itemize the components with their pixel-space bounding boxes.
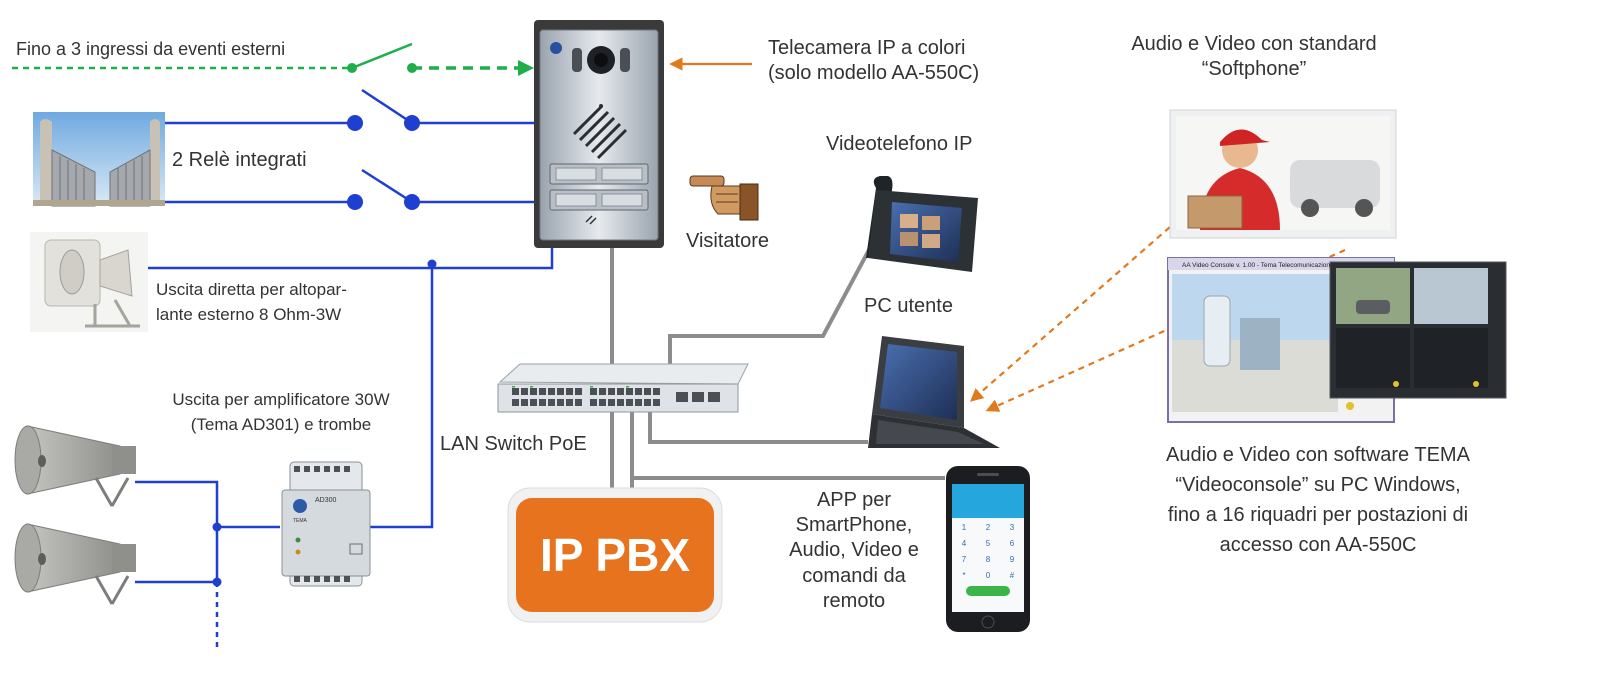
label-speaker-output-line1: Uscita diretta per altopar- xyxy=(156,280,347,299)
relay1-dot-left xyxy=(347,115,363,131)
svg-text:1: 1 xyxy=(962,523,967,532)
videoconsole-screens: AA Video Console v. 1.00 - Tema Telecomu… xyxy=(1167,257,1507,423)
label-videoconsole-line1: Audio e Video con software TEMA xyxy=(1166,444,1470,466)
label-app-line5: remoto xyxy=(822,589,886,612)
label-camera-line1: Telecamera IP a colori xyxy=(768,37,966,59)
svg-text:3: 3 xyxy=(1010,523,1015,532)
speaker-wire xyxy=(145,248,554,270)
label-videoconsole-line4: accesso con AA-550C xyxy=(1219,534,1417,556)
wire-junctions xyxy=(212,115,437,587)
relay2-contact xyxy=(361,168,413,204)
svg-text:5: 5 xyxy=(986,539,991,548)
svg-text:7: 7 xyxy=(962,555,967,564)
label-relays: 2 Relè integrati xyxy=(172,149,307,171)
amplifier-brand-text: TEMA xyxy=(293,518,308,524)
gate-image xyxy=(33,112,165,207)
ip-pbx-label: IP PBX xyxy=(540,529,690,581)
label-app-line4: comandi da xyxy=(802,564,906,587)
label-amplifier-output: Uscita per amplificatore 30W (Tema AD301… xyxy=(118,388,444,437)
videoconsole-title-text: AA Video Console v. 1.00 - Tema Telecomu… xyxy=(1182,262,1331,269)
blue-wiring xyxy=(100,88,554,650)
svg-text:0: 0 xyxy=(986,571,991,580)
svg-text:9: 9 xyxy=(1010,555,1015,564)
lan-link-switch-smartphone xyxy=(630,410,945,480)
relay2-dot-right xyxy=(404,194,420,210)
speaker-grille-icon xyxy=(572,104,628,160)
orange-arrows xyxy=(669,57,1346,412)
label-speaker-output-line2: lante esterno 8 Ohm-3W xyxy=(156,304,342,324)
lan-link-switch-pc xyxy=(648,410,868,444)
svg-text:2: 2 xyxy=(986,523,991,532)
softphone-arrow xyxy=(970,219,1179,402)
smartphone: 1 2 3 4 5 6 7 8 9 * 0 # xyxy=(946,466,1030,632)
amplifier-image: AD300 TEMA xyxy=(281,461,371,587)
softphone-photo xyxy=(1169,109,1397,239)
amplifier-wire xyxy=(368,264,434,529)
relay1-contact xyxy=(361,88,413,125)
horn-speaker-top xyxy=(14,425,136,507)
label-camera-line2: (solo modello AA-550C) xyxy=(768,62,980,84)
horn-junction-1 xyxy=(212,522,222,532)
svg-text:6: 6 xyxy=(1010,539,1015,548)
label-app-line3: Audio, Video e xyxy=(789,539,919,562)
speaker-junction xyxy=(427,259,437,269)
label-camera: Telecamera IP a colori (solo modello AA-… xyxy=(768,36,979,86)
label-lan-switch: LAN Switch PoE xyxy=(440,433,587,455)
label-softphone-line2: “Softphone” xyxy=(1201,58,1307,80)
input-dot-left xyxy=(347,63,357,73)
visitor-hand-icon xyxy=(689,175,759,221)
label-softphone: Audio e Video con standard “Softphone” xyxy=(1116,32,1392,82)
door-station xyxy=(534,20,664,248)
label-speaker-output: Uscita diretta per altopar- lante estern… xyxy=(156,278,347,327)
external-input-line xyxy=(12,42,534,76)
svg-text:8: 8 xyxy=(986,555,991,564)
label-videoconsole-line2: “Videoconsole” su PC Windows, xyxy=(1175,474,1461,496)
label-videoconsole-line3: fino a 16 riquadri per postazioni di xyxy=(1167,504,1469,526)
brand-logo-icon xyxy=(550,42,562,54)
lan-switch xyxy=(497,363,749,413)
label-pc-user: PC utente xyxy=(864,295,953,317)
amplifier-model-text: AD300 xyxy=(315,497,337,504)
call-key-icon xyxy=(966,586,1010,596)
label-external-inputs: Fino a 3 ingressi da eventi esterni xyxy=(16,39,286,59)
ip-videophone xyxy=(866,176,978,272)
relay1-dot-right xyxy=(404,115,420,131)
label-videophone: Videotelefono IP xyxy=(826,133,973,155)
label-amplifier-output-line2: (Tema AD301) e trombe xyxy=(190,414,372,434)
label-app: APP per SmartPhone, Audio, Video e coman… xyxy=(768,488,940,614)
relay2-dot-left xyxy=(347,194,363,210)
horn-junction-2 xyxy=(212,577,222,587)
speaker-image xyxy=(30,232,148,332)
user-pc-laptop xyxy=(868,336,1000,448)
label-app-line1: APP per xyxy=(816,489,892,511)
ip-pbx: IP PBX xyxy=(507,487,723,623)
svg-text:4: 4 xyxy=(962,539,967,548)
label-softphone-line1: Audio e Video con standard xyxy=(1131,33,1377,55)
label-videoconsole: Audio e Video con software TEMA “Videoco… xyxy=(1110,440,1526,560)
keypad: 1 2 3 4 5 6 7 8 9 * 0 # xyxy=(962,523,1015,580)
label-visitor: Visitatore xyxy=(686,230,770,252)
svg-text:#: # xyxy=(1010,571,1015,580)
horn-speaker-bottom xyxy=(14,523,136,605)
horn-wire xyxy=(135,480,219,582)
svg-text:*: * xyxy=(962,571,965,580)
input-dot-right xyxy=(407,63,417,73)
label-app-line2: SmartPhone, xyxy=(795,514,913,537)
input-switch-contact xyxy=(351,42,413,70)
label-amplifier-output-line1: Uscita per amplificatore 30W xyxy=(172,390,390,409)
